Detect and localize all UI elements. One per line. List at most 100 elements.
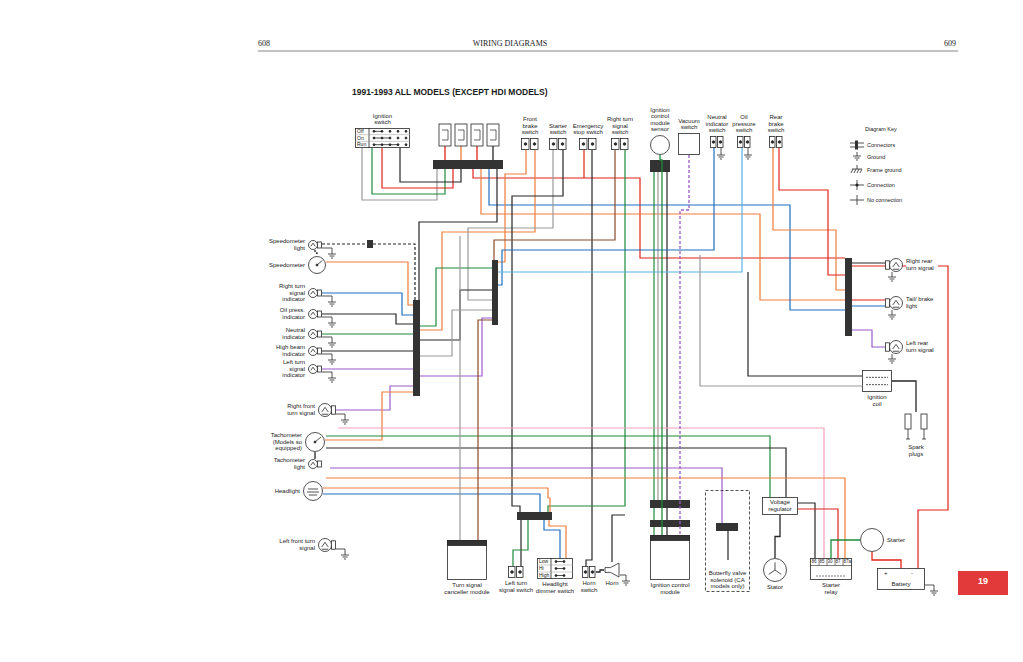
wire-connector [660,155,662,535]
symbol-part [552,143,555,146]
wire [494,150,615,260]
wire [322,350,413,351]
key-line [858,143,864,144]
label-holder: WIRING DIAGRAMS [430,40,590,49]
lamp-symbol [308,364,322,374]
connector-block [367,240,373,248]
symbol-part [890,297,903,310]
wire [852,330,885,347]
symbol-part [533,143,536,146]
label-holder: Tachometer (Models so equipped) [262,432,302,452]
wire [419,169,497,300]
ground-line [331,382,333,383]
circuit-breaker [439,124,451,146]
text-label: Low [539,559,548,564]
symbol-part [878,569,925,590]
lamp-symbol [308,329,322,339]
switch-component: Oil pressure switch [737,136,751,148]
component-label: Horn switch [578,580,600,593]
symbol-part [318,461,322,467]
symbol-part [524,143,527,146]
symbol-part [811,559,852,580]
wire-connector [831,540,860,558]
symbol-part [311,312,316,315]
legend-swatch [850,195,864,205]
symbol-part [314,441,316,443]
title-holder: 1991-1993 ALL MODELS (EXCEPT HDI MODELS) [352,88,548,97]
label-holder: Diagram Key [865,126,897,132]
symbol-part [651,536,690,541]
component-label: Spark plugs [901,444,931,457]
symbol-part [893,300,900,305]
wire [748,272,862,376]
key-line [853,156,861,157]
label-holder: 87a [844,560,852,565]
symbol-part [718,137,724,148]
switch-symbol [611,138,629,150]
label-holder: Low [539,559,548,564]
lamp-component: Speedometer light [308,240,322,250]
symbol-part [405,137,407,139]
wire-connector [892,381,916,412]
legend-swatch [850,140,864,150]
text-label: 87a [844,560,852,565]
component-label: Headlight dimmer switch [533,581,577,594]
symbol-part [315,437,321,442]
breaker-element [474,130,480,140]
component-label: Starter relay [816,582,846,595]
symbol-part [612,139,620,150]
module-symbol [650,535,690,580]
symbol-part [304,482,323,501]
lamp2-component: Right rear turn signal [885,258,903,272]
symbol-part [309,289,318,298]
legend-entry: No connection [850,195,902,205]
ground-lead [322,372,332,375]
symbol-part [307,492,319,493]
ground-line [892,274,893,277]
wire [498,148,714,285]
switch-component: Right turn signal switch [611,138,629,150]
label-holder: Right turn signal switch [606,116,634,136]
ground-lead [322,317,332,320]
box-symbol [678,133,700,155]
label-holder: Right front turn signal [279,403,315,416]
connector-block [650,520,690,527]
legend-label: Frame ground [867,167,902,173]
wire [459,236,460,540]
wire [548,150,625,512]
symbol-part [739,141,742,144]
symbol-part [308,489,318,490]
label-holder: 86 [812,560,817,565]
wire [420,290,492,340]
key-line [857,152,858,156]
ground-line [332,320,333,323]
symbol-part [309,310,318,319]
ground-line [331,306,333,307]
symbol-part [771,141,774,144]
symbol-part [448,541,487,546]
gauge-component: Speedometer [308,256,326,274]
symbol-part [921,414,927,429]
lamp-component: High beam indicator [308,346,322,356]
text-label: Off [357,129,364,134]
wire-connector [775,515,780,558]
connector-block [650,500,690,508]
ground-line [328,323,336,324]
label-holder: 30 [828,560,833,565]
symbol-part [318,348,322,354]
label-holder: 19 [958,577,1008,587]
module-component: Turn signal canceller module [447,540,487,580]
ground-line [343,422,348,423]
label-holder: Butterfly valve solenoid (CA models only… [707,570,748,590]
text-label: Hi [539,566,544,571]
symbol-part [563,561,565,563]
symbol-part [866,377,888,378]
ground-line [719,157,724,158]
label-holder: Left turn signal indicator [269,359,305,379]
symbol-part [719,141,722,144]
legend-label: Connectors [867,142,895,148]
symbol-part [924,429,925,439]
ground-line [332,299,333,302]
